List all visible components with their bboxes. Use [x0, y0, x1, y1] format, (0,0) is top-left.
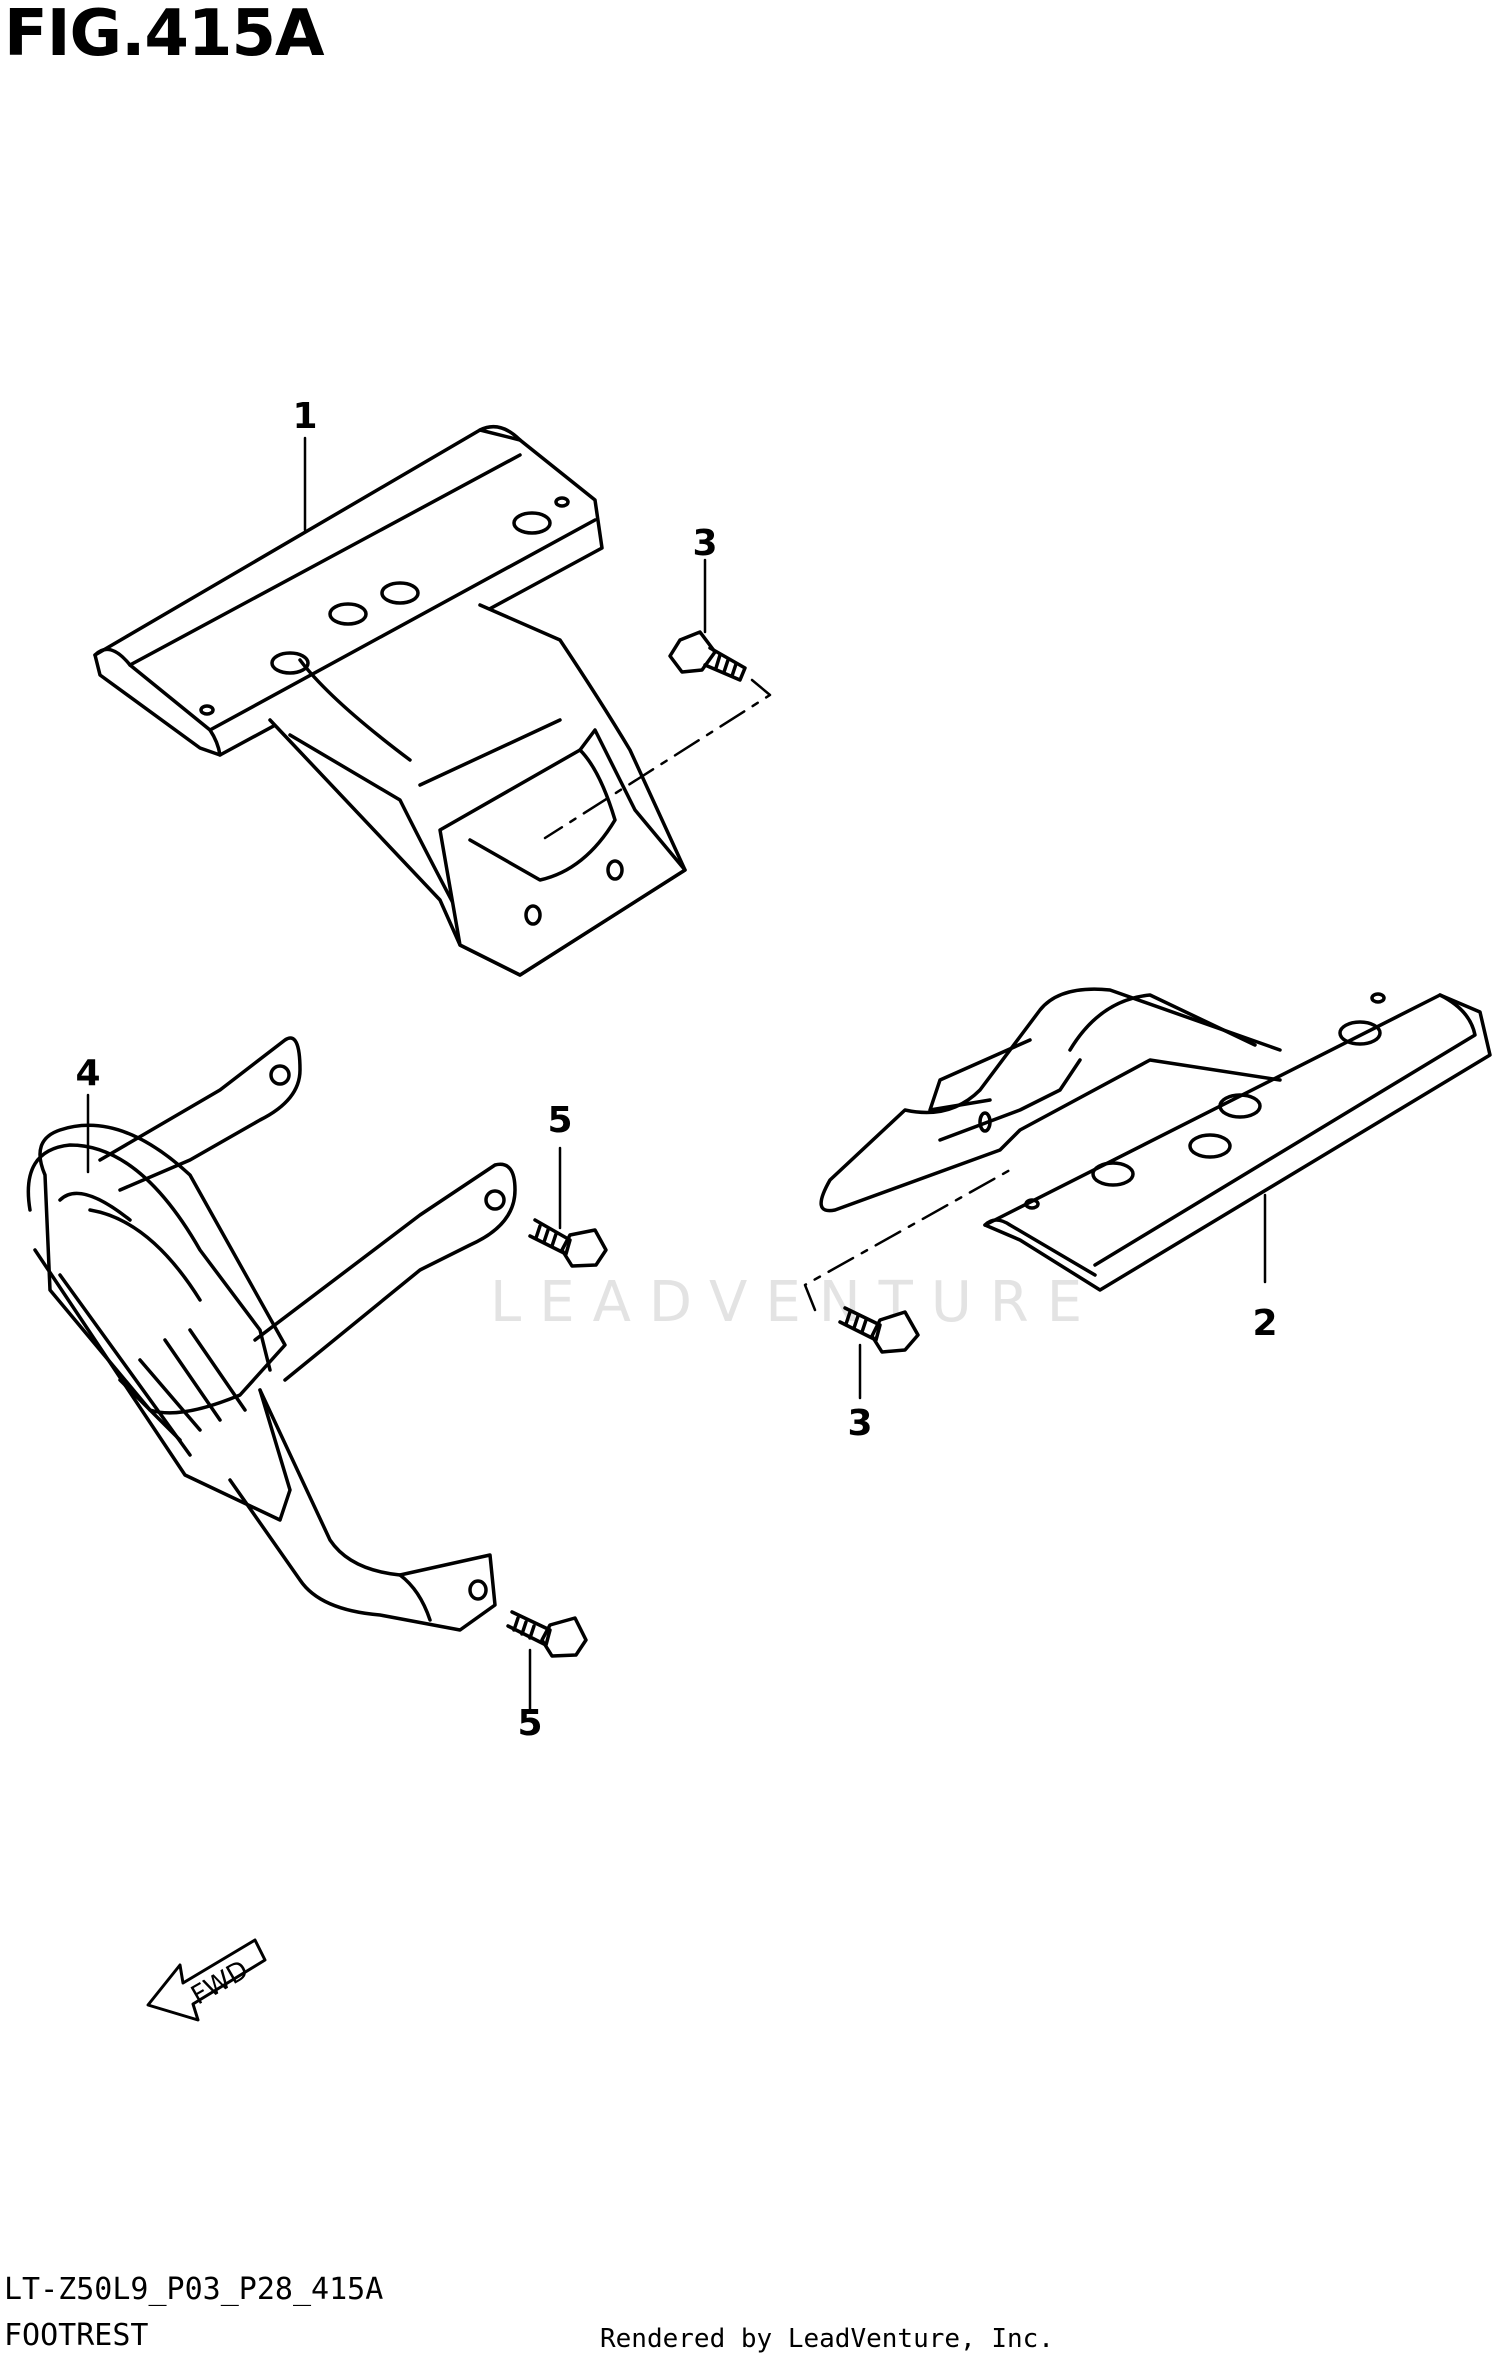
callout-3b: 3: [847, 1403, 872, 1444]
bolt-5a-icon: [528, 1218, 608, 1268]
part-2-footrest-bracket: [819, 987, 1492, 1292]
watermark: LEADVENTURE: [490, 1270, 1101, 1335]
callout-1: 1: [292, 396, 317, 437]
callout-4: 4: [75, 1053, 100, 1094]
assembly-lines: [543, 678, 1012, 1312]
leader-lines: [86, 436, 1267, 1712]
bolt-3a-icon: [668, 630, 747, 682]
figure-code: LT-Z50L9_P03_P28_415A: [4, 2272, 384, 2307]
figure-title: FIG.415A: [4, 0, 324, 71]
part-1-footrest-bracket: [93, 424, 687, 977]
callout-3a: 3: [692, 523, 717, 564]
figure-name: FOOTREST: [4, 2318, 149, 2353]
fwd-arrow-icon: [146, 1938, 267, 2022]
render-credit: Rendered by LeadVenture, Inc.: [600, 2324, 1054, 2354]
callout-5b: 5: [517, 1703, 542, 1744]
bolt-5b-icon: [506, 1610, 588, 1658]
callout-2: 2: [1252, 1303, 1277, 1344]
part-4-guard: [26, 1036, 517, 1632]
bolt-3b-icon: [838, 1306, 920, 1354]
callout-5a: 5: [547, 1100, 572, 1141]
